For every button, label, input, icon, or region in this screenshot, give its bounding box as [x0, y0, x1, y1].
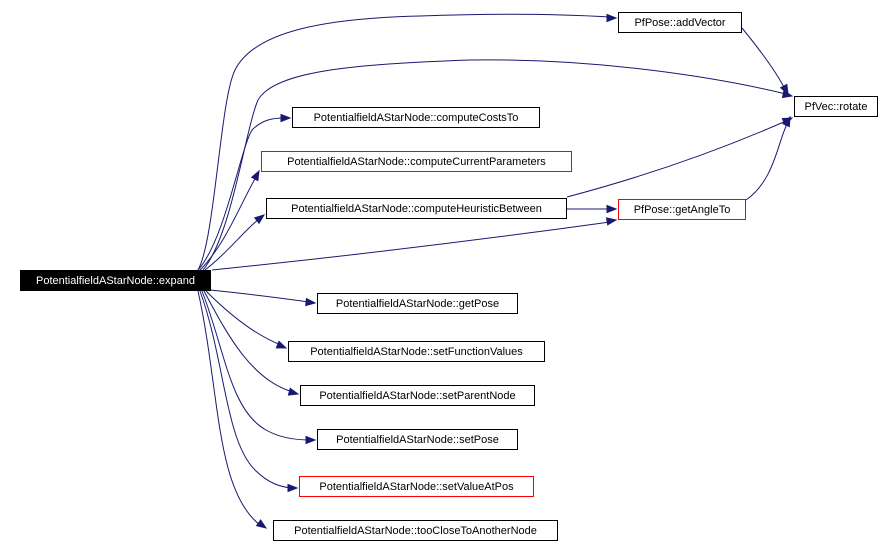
edge-expand-to-computeheuristicbetween: [204, 214, 266, 271]
node-rotate[interactable]: PfVec::rotate: [794, 96, 878, 117]
edge-line: [741, 27, 786, 90]
edge-line: [202, 59, 787, 271]
node-expand[interactable]: PotentialfieldAStarNode::expand: [20, 270, 211, 291]
node-setvalueatpos[interactable]: PotentialfieldAStarNode::setValueAtPos: [299, 476, 534, 497]
node-setpose[interactable]: PotentialfieldAStarNode::setPose: [317, 429, 518, 450]
arrowhead-icon: [287, 387, 300, 396]
node-tooclosetoanothernode[interactable]: PotentialfieldAStarNode::tooCloseToAnoth…: [273, 520, 558, 541]
edge-line: [201, 290, 311, 441]
edge-getangleto-to-rotate: [745, 115, 791, 201]
edge-expand-to-setparentnode: [203, 290, 300, 396]
edge-line: [199, 176, 257, 271]
arrowhead-icon: [606, 13, 618, 23]
edge-expand-to-addvector: [197, 13, 618, 271]
node-getangleto[interactable]: PfPose::getAngleTo: [618, 199, 746, 220]
edge-expand-to-tooclosetoanothernode: [197, 290, 268, 529]
edge-line: [205, 290, 282, 346]
arrowhead-icon: [779, 83, 789, 96]
edge-addvector-to-rotate: [741, 27, 789, 96]
edge-expand-to-computecoststo: [197, 113, 292, 271]
edge-line: [204, 217, 261, 271]
edge-line: [197, 13, 611, 271]
arrowhead-icon: [280, 113, 292, 123]
arrowhead-icon: [605, 217, 618, 226]
node-computeheuristicbetween[interactable]: PotentialfieldAStarNode::computeHeuristi…: [266, 198, 567, 219]
edge-line: [745, 121, 789, 201]
arrowhead-icon: [305, 435, 317, 445]
edge-line: [203, 290, 294, 393]
node-getpose[interactable]: PotentialfieldAStarNode::getPose: [317, 293, 518, 314]
arrowhead-icon: [305, 297, 317, 307]
node-computecoststo[interactable]: PotentialfieldAStarNode::computeCostsTo: [292, 107, 540, 128]
edge-line: [199, 290, 293, 489]
edge-line: [197, 290, 261, 526]
arrowhead-icon: [255, 519, 268, 529]
arrowhead-icon: [253, 214, 266, 225]
edge-line: [566, 120, 787, 198]
arrowhead-icon: [287, 483, 299, 493]
node-computecurrentparameters[interactable]: PotentialfieldAStarNode::computeCurrentP…: [261, 151, 572, 172]
edge-expand-to-getpose: [209, 289, 317, 307]
edge-computeheuristicbetween-to-rotate: [566, 117, 794, 198]
arrowhead-icon: [606, 204, 618, 214]
edge-expand-to-computecurrentparameters: [199, 169, 260, 271]
edge-expand-to-getangleto: [211, 217, 618, 271]
edge-expand-to-setvalueatpos: [199, 290, 299, 493]
edge-line: [209, 289, 310, 303]
arrowhead-icon: [782, 115, 791, 128]
edge-line: [197, 117, 285, 271]
edge-computeheuristicbetween-to-getangleto: [567, 204, 618, 214]
arrowhead-icon: [275, 340, 288, 349]
edge-expand-to-setpose: [201, 290, 317, 445]
node-setparentnode[interactable]: PotentialfieldAStarNode::setParentNode: [300, 385, 535, 406]
node-setfunctionvalues[interactable]: PotentialfieldAStarNode::setFunctionValu…: [288, 341, 545, 362]
edge-expand-to-setfunctionvalues: [205, 290, 288, 349]
node-addvector[interactable]: PfPose::addVector: [618, 12, 742, 33]
edge-line: [211, 221, 611, 271]
arrowhead-icon: [250, 169, 260, 182]
